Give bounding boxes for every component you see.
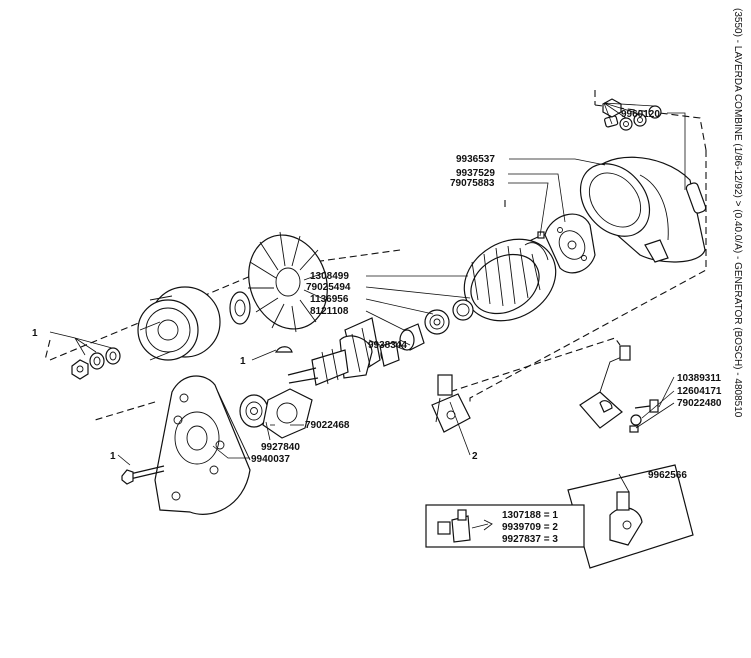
label-9940037: 9940037: [251, 454, 290, 465]
ref-label-1-key: 1: [240, 356, 246, 367]
pulley: [137, 286, 221, 361]
stator: [463, 238, 557, 322]
assembly-outline: [44, 90, 707, 421]
kit-legend-box: [425, 504, 585, 548]
rotor: [287, 317, 381, 386]
label-9927840: 9927840: [261, 442, 300, 453]
cooling-fan: [248, 231, 328, 333]
rear-housing: [579, 156, 707, 263]
label-9962566: 9962566: [648, 470, 687, 481]
brush-holder: [431, 374, 471, 433]
leader-lines: [49, 112, 686, 493]
label-9937529: 9937529: [456, 168, 495, 179]
bearings: [379, 299, 474, 367]
label-8121108: 8121108: [310, 306, 349, 317]
label-1308499: 1308499: [310, 271, 349, 282]
label-9936537: 9936537: [456, 154, 495, 165]
legend-line-1: 1307188 = 1: [502, 510, 558, 521]
ref-label-1-bolt: 1: [110, 451, 116, 462]
small-parts-top: [602, 98, 662, 131]
ref-label-2-brush: 2: [472, 451, 478, 462]
brush-plate: [544, 213, 596, 274]
label-9938344: 9938344: [368, 340, 407, 351]
bearing-retainer-plate: [262, 388, 313, 439]
label-79075883: 79075883: [450, 178, 495, 189]
legend-line-3: 9927837 = 3: [502, 534, 558, 545]
label-10389311: 10389311: [677, 373, 721, 384]
woodruff-key: [274, 346, 293, 353]
through-bolt: [121, 465, 165, 485]
front-housing: [154, 375, 251, 515]
diagram-title: (3550) - LAVERDA COMBINE (1/86-12/92) > …: [732, 8, 743, 418]
label-9960120: 9960120: [621, 109, 660, 120]
label-12604171: 12604171: [677, 386, 722, 397]
label-79025494: 79025494: [306, 282, 351, 293]
regulator-detail-box: [567, 464, 694, 569]
spacer-disc: [229, 291, 251, 325]
label-79022468: 79022468: [305, 420, 350, 431]
legend-line-2: 9939709 = 2: [502, 522, 558, 533]
ref-label-1-pulley: 1: [32, 328, 38, 339]
label-1136956: 1136956: [310, 294, 349, 305]
pulley-nut-washers: [71, 347, 121, 380]
label-79022480: 79022480: [677, 398, 722, 409]
regulator-assembly: [579, 345, 659, 433]
